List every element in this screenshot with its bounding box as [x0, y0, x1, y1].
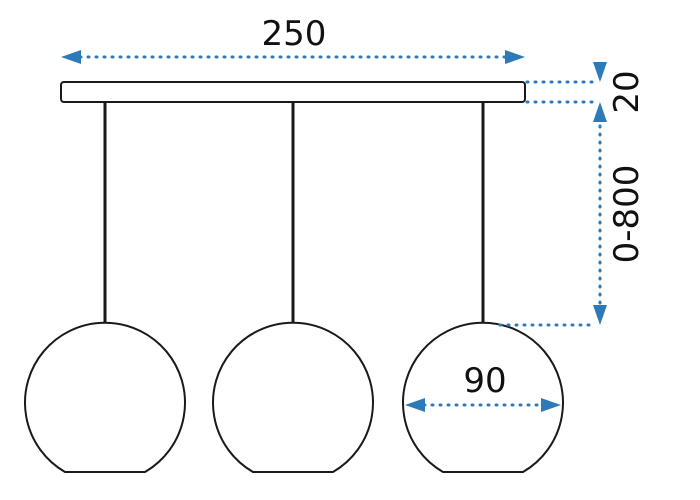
arrow-right-icon: [541, 398, 561, 412]
globe-middle: [212, 321, 374, 473]
canopy-height-label: 20: [607, 70, 647, 113]
globe-diameter-dimension: 90: [405, 361, 561, 412]
arrow-left-icon: [405, 398, 425, 412]
arrow-up-icon: [593, 102, 607, 122]
arrow-down-icon: [593, 305, 607, 325]
cord-length-dimension: 0-800: [498, 124, 647, 327]
arrow-left-icon: [61, 50, 81, 64]
canopy-width-label: 250: [262, 14, 327, 54]
globe-left: [24, 321, 186, 473]
ceiling-canopy: [60, 81, 526, 103]
canopy-height-dimension: 20: [593, 62, 647, 122]
canopy-width-dimension: 250: [61, 14, 525, 64]
arrow-right-icon: [505, 50, 525, 64]
globe-right: [402, 321, 564, 473]
arrow-down-icon: [593, 62, 607, 82]
cord-length-label: 0-800: [607, 165, 647, 264]
globe-diameter-label: 90: [463, 361, 506, 401]
